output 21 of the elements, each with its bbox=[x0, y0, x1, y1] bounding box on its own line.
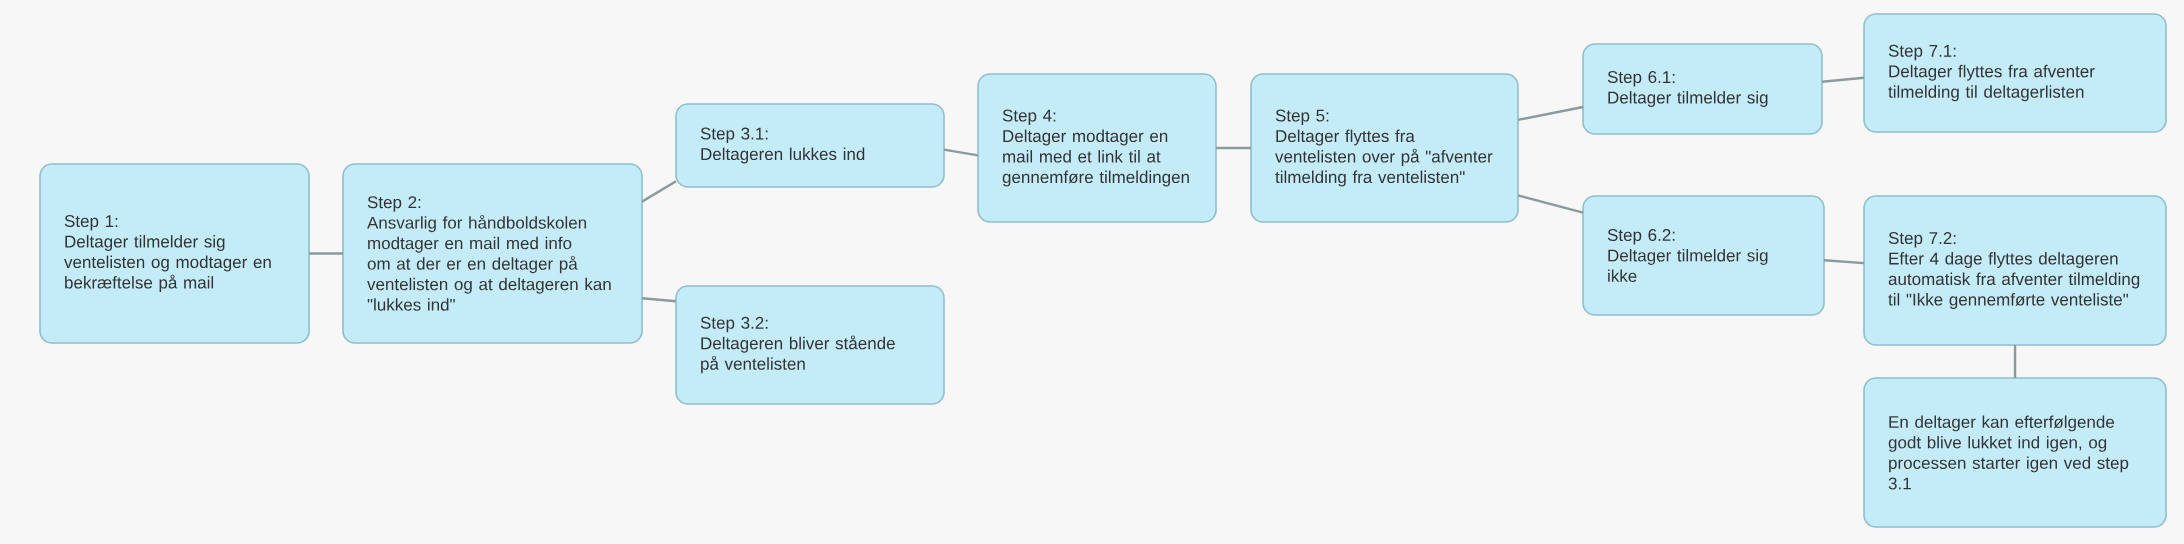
process-box: Step 6.1: Deltager tilmelder sig bbox=[1582, 43, 1823, 135]
connector-line bbox=[1517, 105, 1584, 122]
connector-line bbox=[1517, 194, 1584, 214]
connector-line bbox=[943, 148, 979, 157]
process-box: Step 5: Deltager flyttes fra ventelisten over på "afventer tilmelding fra ventelisten" bbox=[1250, 73, 1519, 223]
connector-line bbox=[2013, 345, 2017, 378]
process-box: En deltager kan efterfølgende godt blive lukket ind igen, og processen starter igen ved step 3.1 bbox=[1863, 377, 2167, 528]
connector-line bbox=[1823, 259, 1865, 265]
process-box: Step 3.1: Deltageren lukkes ind bbox=[675, 103, 945, 188]
connector-line bbox=[641, 180, 677, 203]
process-box: Step 3.2: Deltageren bliver stående på ventelisten bbox=[675, 285, 945, 405]
process-box: Step 7.1: Deltager flyttes fra afventer tilmelding til deltagerlisten bbox=[1863, 13, 2167, 133]
connector-line bbox=[1821, 76, 1865, 83]
process-box: Step 7.2: Efter 4 dage flyttes deltageren automatisk fra afventer tilmelding til "Ikke gennemførte venteliste" bbox=[1863, 195, 2167, 346]
process-box: Step 4: Deltager modtager en mail med et link til at gennemføre tilmeldingen bbox=[977, 73, 1217, 223]
process-box: Step 2: Ansvarlig for håndboldskolen modtager en mail med info om at der er en deltager på ventelisten og at deltageren kan "lukkes ind" bbox=[342, 163, 643, 344]
connector-line bbox=[641, 297, 677, 303]
process-box: Step 1: Deltager tilmelder sig ventelisten og modtager en bekræftelse på mail bbox=[39, 163, 310, 344]
connector-line bbox=[1216, 146, 1251, 150]
connector-line bbox=[309, 252, 343, 255]
process-box: Step 6.2: Deltager tilmelder sig ikke bbox=[1582, 195, 1825, 316]
